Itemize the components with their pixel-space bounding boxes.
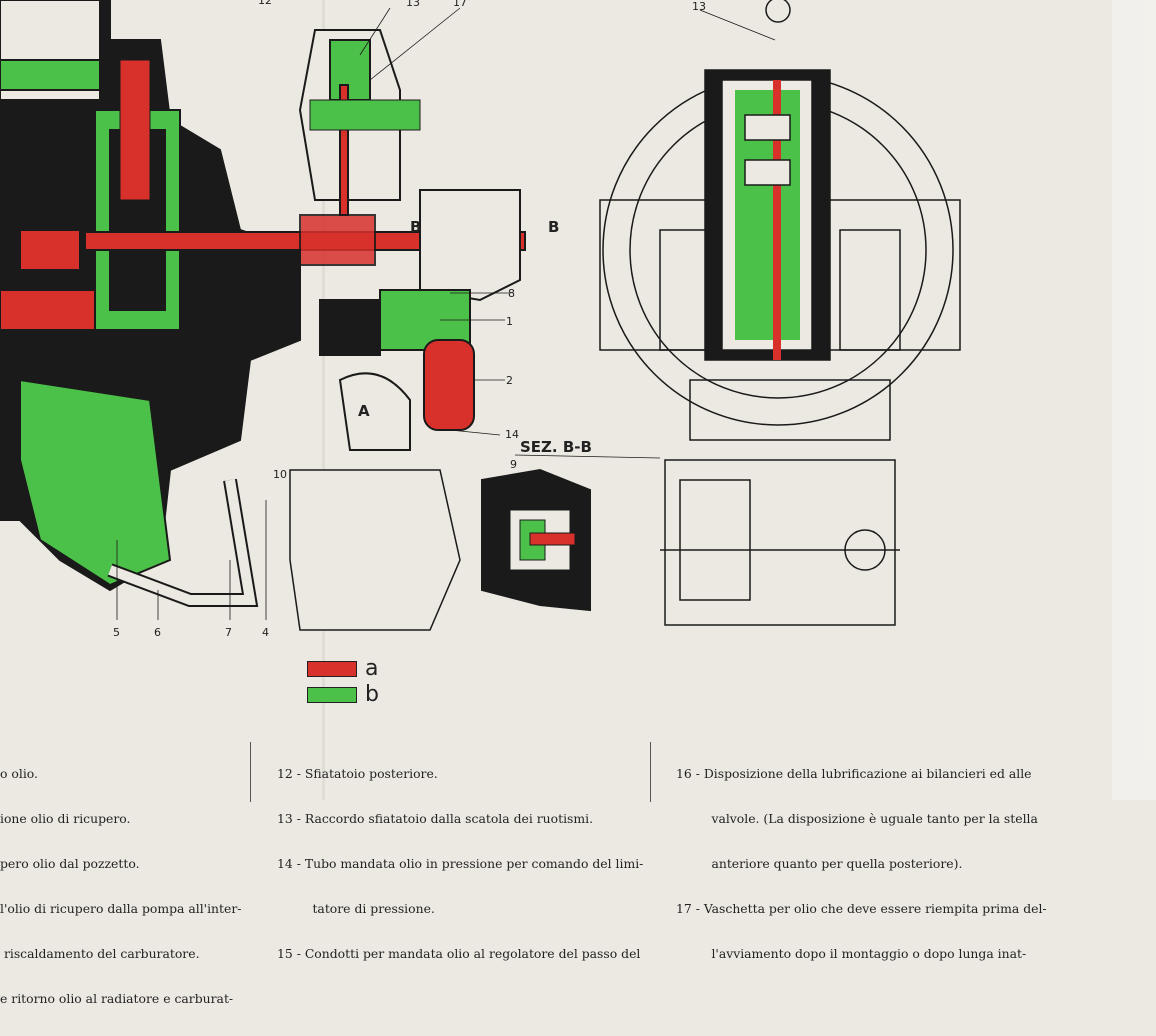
caption-line: 13 - Raccordo sfiatatoio dalla scatola d…: [277, 811, 594, 826]
legend-swatch-red: [307, 660, 357, 677]
caption-line: 16 - Disposizione della lubrificazione a…: [676, 766, 1032, 781]
front-view-engine: [599, 0, 961, 626]
callout-labels: 12 13 17 13 B B 8 1 2 14 9 10 5 6 7 4 A …: [113, 0, 706, 639]
callout-17: 17: [453, 0, 467, 9]
caption-line: tatore di pressione.: [277, 901, 435, 916]
legend-label-a: a: [365, 656, 379, 681]
legend-swatch-green: [307, 686, 357, 703]
caption-line: 14 - Tubo mandata olio in pressione per …: [277, 856, 644, 871]
caption-line: ione olio di ricupero.: [0, 811, 131, 826]
section-label: SEZ. B-B: [520, 438, 592, 456]
callout-6: 6: [154, 626, 161, 639]
callout-5: 5: [113, 626, 120, 639]
callout-2: 2: [506, 374, 513, 387]
lubrication-diagram: 12 13 17 13 B B 8 1 2 14 9 10 5 6 7 4 A …: [0, 0, 961, 639]
callout-4: 4: [262, 626, 269, 639]
caption-line: 17 - Vaschetta per olio che deve essere …: [676, 901, 1047, 916]
caption-column-middle: 12 - Sfiatatoio posteriore. 13 - Raccord…: [277, 736, 643, 991]
callout-9: 9: [510, 458, 517, 471]
column-divider: [650, 742, 651, 802]
caption-line: o olio.: [0, 766, 38, 781]
section-mark-b-right: B: [548, 218, 559, 236]
caption-line: anteriore quanto per quella posteriore).: [676, 856, 963, 871]
callout-13-front: 13: [692, 0, 706, 13]
legend-item-a: a: [307, 656, 378, 681]
caption-line: pero olio dal pozzetto.: [0, 856, 140, 871]
caption-line: e ritorno olio al radiatore e carburat-: [0, 991, 234, 1006]
legend-item-b: b: [307, 682, 379, 707]
diagram-sheet: 12 13 17 13 B B 8 1 2 14 9 10 5 6 7 4 A …: [0, 0, 1156, 1006]
caption-line: 15 - Condotti per mandata olio al regola…: [277, 946, 641, 961]
callout-1: 1: [506, 315, 513, 328]
fold-line: [322, 0, 325, 800]
callout-10: 10: [273, 468, 287, 481]
caption-column-right: 16 - Disposizione della lubrificazione a…: [676, 736, 1047, 991]
callout-lines: [116, 7, 776, 620]
caption-line: l'avviamento dopo il montaggio o dopo lu…: [676, 946, 1027, 961]
caption-line: l'olio di ricupero dalla pompa all'inter…: [0, 901, 242, 916]
caption-line: 12 - Sfiatatoio posteriore.: [277, 766, 438, 781]
legend-label-b: b: [365, 682, 379, 707]
callout-12: 12: [258, 0, 272, 7]
callout-8: 8: [508, 287, 515, 300]
callout-7: 7: [225, 626, 232, 639]
section-mark-b-left: B: [410, 218, 421, 236]
section-mark-a: A: [358, 402, 370, 420]
column-divider: [250, 742, 251, 802]
caption-column-left: o olio. ione olio di ricupero. pero olio…: [0, 736, 241, 1036]
callout-13: 13: [406, 0, 420, 9]
callout-14: 14: [505, 428, 519, 441]
main-engine-section: [0, 0, 591, 631]
page-edge: [1112, 0, 1156, 800]
caption-line: valvole. (La disposizione è uguale tanto…: [676, 811, 1038, 826]
caption-line: riscaldamento del carburatore.: [0, 946, 200, 961]
